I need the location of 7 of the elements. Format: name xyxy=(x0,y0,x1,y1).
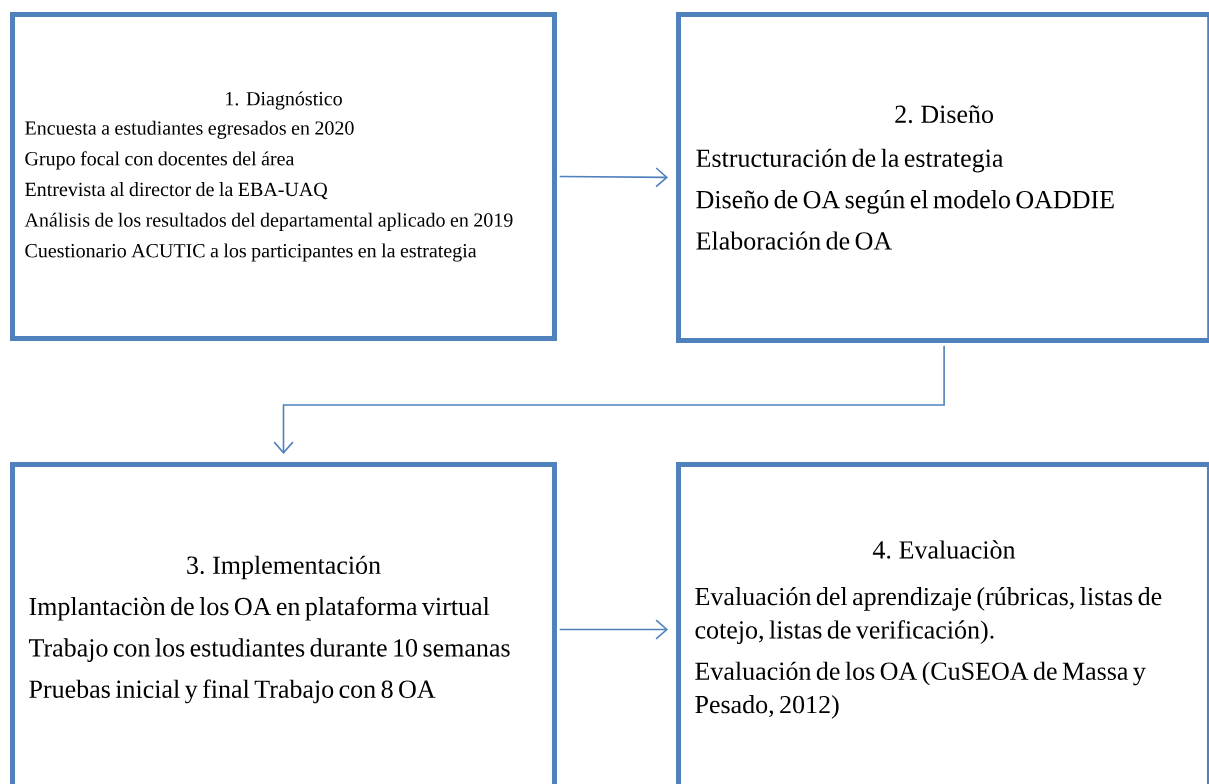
arrow xyxy=(273,344,945,454)
arrow xyxy=(558,167,668,188)
stage-box: 3. Implementación Implantaciòn de los OA en plataforma virtual Trabajo con los estudiantes durante 10 semanas Pruebas inicial y final Trabajo con 8 OA xyxy=(10,462,557,784)
stage-box: 4. Evaluaciòn Evaluación del aprendizaje (rúbricas, listas de cotejo, listas de verificación). Evaluación de los OA (CuSEOA de Massa y Pesado, 2012) xyxy=(676,462,1209,784)
arrow xyxy=(558,619,668,640)
stage-box: 1. Diagnóstico Encuesta a estudiantes egresados en 2020 Grupo focal con docentes del área Entrevista al director de la EBA-UAQ Análisis de los resultados del departamental aplicado en 2019 Cuestionario ACUTIC a los participantes en la estrategia xyxy=(10,12,557,341)
stage-box: 2. Diseño Estructuración de la estrategia Diseño de OA según el modelo OADDIE Elaboración de OA xyxy=(676,12,1209,343)
